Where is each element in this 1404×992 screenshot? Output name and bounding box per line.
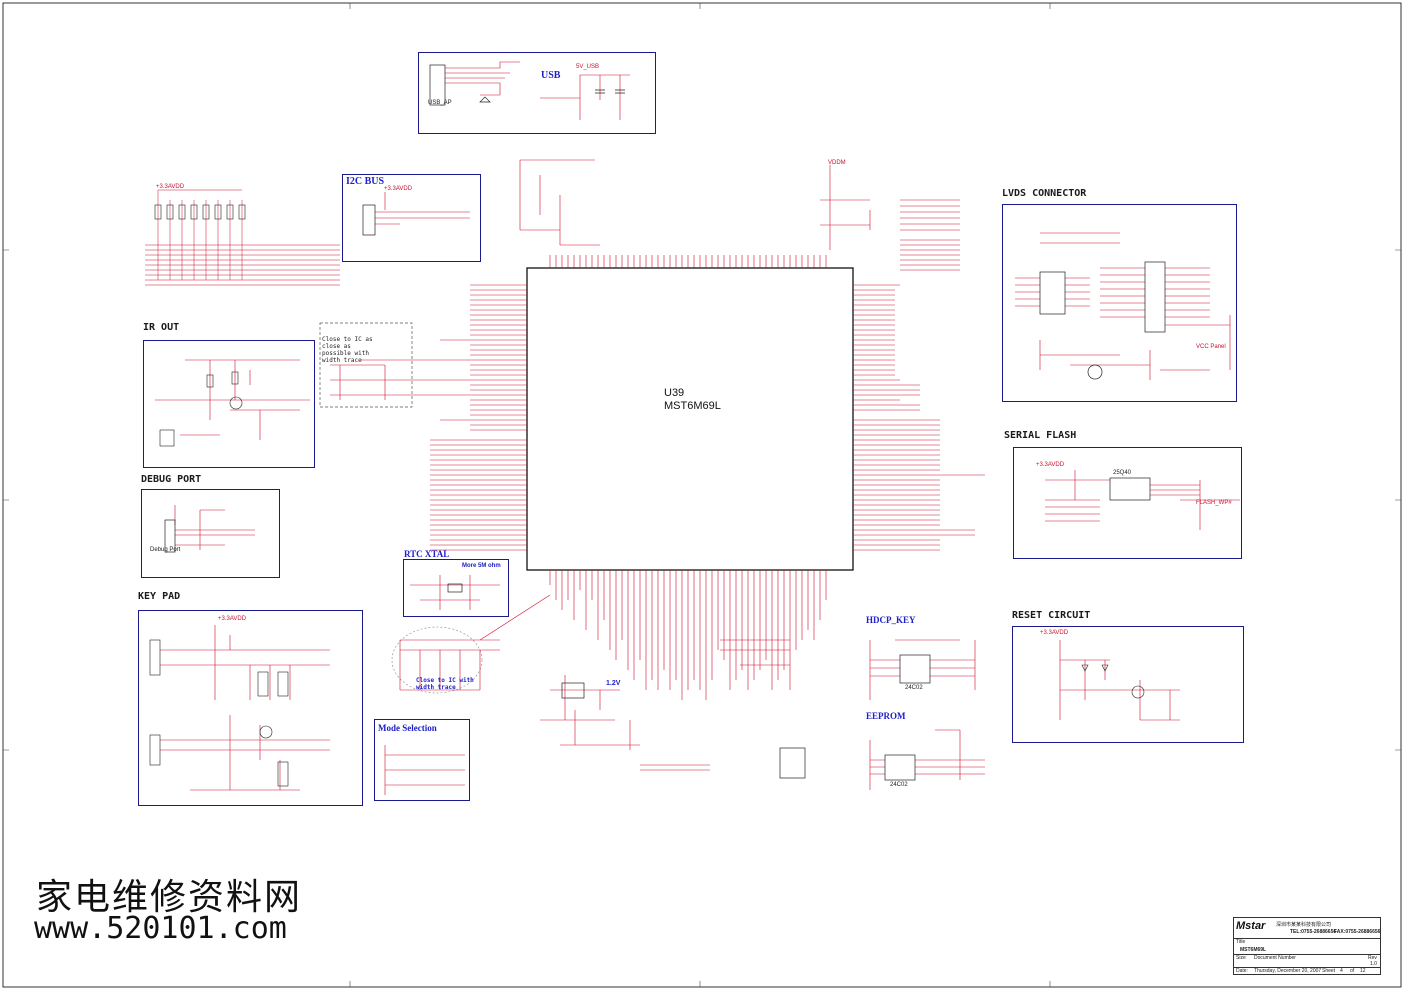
title-block-sheet-value: 4 [1340, 968, 1343, 974]
debug-port-box [141, 489, 280, 578]
usb-title: USB [541, 70, 561, 81]
title-block-of-label: of [1350, 968, 1355, 974]
usb-box [418, 52, 656, 134]
title-block-title-value: MST6M69L [1240, 947, 1267, 953]
title-block-date-label: Date: [1236, 968, 1248, 974]
net-vdd33-i2c: +3.3AVDD [384, 186, 413, 192]
usb-connector-label: USB_AP [428, 100, 452, 106]
rtc-xtal-title: RTC XTAL [404, 549, 450, 559]
title-block-company: 深圳市某某科技有限公司 [1276, 922, 1332, 928]
debug-port-subtitle: Debug Port [150, 547, 181, 553]
eeprom-title: EEPROM [866, 711, 906, 721]
main-chip-part: MST6M69L [664, 400, 721, 412]
watermark-cn: 家电维修资料网 [36, 877, 303, 918]
net-vddm: VDDM [828, 160, 846, 166]
watermark-url: www.520101.com [34, 911, 287, 946]
net-1v2: 1.2V [606, 680, 621, 687]
title-block-logo: Mstar [1236, 920, 1266, 932]
serial-flash-part: 25Q40 [1113, 470, 1132, 476]
note-rtc: More 5M ohm [462, 563, 501, 569]
note-close-to-ic-1: Close to IC as close as possible with wi… [322, 336, 373, 364]
key-pad-box [138, 610, 363, 806]
net-flash-wp: FLASH_WP# [1196, 500, 1232, 506]
main-chip-label: U39 MST6M69L [664, 387, 721, 413]
title-block-size-label: Size [1236, 955, 1246, 961]
rtc-xtal-box [403, 559, 509, 617]
hdcp-key-title: HDCP_KEY [866, 615, 916, 625]
note-close-to-ic-2: Close to IC with width trace [416, 677, 474, 691]
reset-circuit-box [1012, 626, 1244, 743]
title-block: Mstar 深圳市某某科技有限公司 TEL:0755-26886656 FAX:… [1233, 917, 1381, 975]
main-chip-ref: U39 [664, 387, 685, 399]
ir-out-box [143, 340, 315, 468]
net-usb-5v: 5V_USB [576, 64, 600, 70]
title-block-fax: FAX:0755-26886656 [1334, 929, 1381, 935]
net-vdd33-flash: +3.3AVDD [1036, 462, 1065, 468]
title-block-sheet-label: Sheet [1322, 968, 1336, 974]
i2c-bus-box [342, 174, 481, 262]
net-vdd33-reset: +3.3AVDD [1040, 630, 1069, 636]
eeprom-part: 24C02 [890, 782, 908, 788]
title-block-date-value: Thursday, December 20, 2007 [1254, 968, 1322, 974]
serial-flash-box [1013, 447, 1242, 559]
title-block-rev-label: Rev [1368, 955, 1377, 961]
lvds-connector-box [1002, 204, 1237, 402]
mode-selection-box [374, 719, 470, 801]
reset-circuit-title: RESET CIRCUIT [1012, 610, 1091, 621]
title-block-title-label: Title [1236, 939, 1246, 945]
debug-port-title: DEBUG PORT [141, 474, 202, 485]
net-vdd33-topleft: +3.3AVDD [156, 184, 185, 190]
key-pad-title: KEY PAD [138, 591, 181, 602]
title-block-tel: TEL:0755-26886656 [1290, 929, 1337, 935]
title-block-of-value: 12 [1360, 968, 1366, 974]
title-block-doc-label: Document Number [1254, 955, 1296, 961]
net-vcc-panel: VCC Panel [1196, 344, 1226, 350]
i2c-bus-title: I2C BUS [346, 176, 385, 187]
serial-flash-title: SERIAL FLASH [1004, 430, 1077, 441]
hdcp-part: 24C02 [905, 685, 923, 691]
net-vdd33-keypad: +3.3AVDD [218, 616, 247, 622]
ir-out-title: IR OUT [143, 322, 180, 333]
title-block-rev-value: 1.0 [1370, 961, 1377, 967]
lvds-connector-title: LVDS CONNECTOR [1002, 188, 1087, 199]
mode-selection-title: Mode Selection [378, 723, 437, 733]
